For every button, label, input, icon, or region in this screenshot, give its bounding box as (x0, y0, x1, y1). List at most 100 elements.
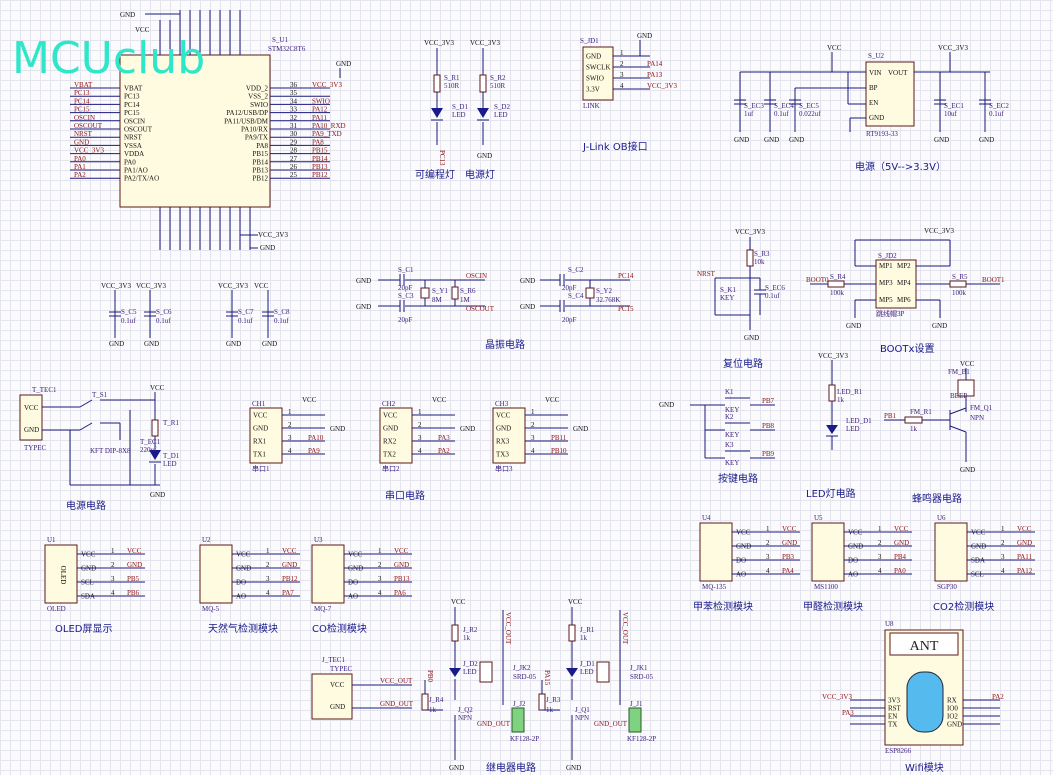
output-connector: J_TEC1 TYPEC VCC GND VCC_OUT GND_OUT (311, 656, 414, 720)
led-circuit: VCC_3V3 LED_R1 1k LED_D1 LED LED灯电路 (806, 352, 872, 500)
relay-j: J_J2 (513, 700, 526, 708)
power-in-sw: T_S1 (92, 391, 108, 399)
mcu-left-net: GND (74, 138, 89, 146)
mcu-left-pin-label: PA1/AO (124, 167, 148, 175)
caption-power: 电源（5V-->3.3V） (855, 160, 946, 173)
mcu-right-pin-num: 33 (290, 106, 298, 114)
reg-cap-gnd: GND (764, 136, 779, 144)
reg-pin-label: BP (869, 84, 878, 92)
out-conn-type: TYPEC (330, 665, 353, 673)
module-net: PB4 (894, 553, 907, 561)
decap-gnd: GND (226, 340, 241, 348)
mcu-vcc-top: VCC (135, 26, 150, 34)
crystal-gnd2: GND (356, 303, 371, 311)
module-body (199, 544, 233, 604)
wifi-net-left: VCC_3V3 (822, 693, 852, 701)
relay-d: J_D2 (463, 660, 478, 668)
relay-vcc-out: VCC_OUT (621, 612, 629, 645)
reg-cap-val: 10uf (944, 110, 958, 118)
reset-nrst: NRST (697, 270, 716, 278)
module-pin-num: 2 (878, 539, 882, 547)
crystal-c3: S_C3 (398, 292, 414, 300)
relay-net: PB0 (426, 670, 434, 683)
crystal-gnd3: GND (520, 277, 535, 285)
decap-vcc: VCC_3V3 (218, 282, 248, 290)
reset-r3: S_R3 (754, 250, 770, 258)
buzzer-ref: FM_B1 (948, 368, 970, 376)
module-pin-num: 4 (878, 567, 882, 575)
uart-ref: CH2 (382, 400, 396, 408)
power-in-gnd: GND (150, 491, 165, 499)
boot-pin-label: MP4 (897, 279, 911, 287)
led-indicators: VCC_3V3 VCC_3V3 S_R1 510R S_R2 510R S_D1… (415, 39, 510, 181)
jlink-net: PA13 (647, 71, 663, 79)
jlink-pin-label: 3.3V (586, 86, 600, 94)
module-pin-num: 2 (111, 561, 115, 569)
key-net: PB9 (762, 450, 775, 458)
module-pin-num: 4 (766, 567, 770, 575)
boot-r4-val: 100k (830, 289, 845, 297)
reset-gnd: GND (744, 334, 759, 342)
uart-net: PA3 (438, 434, 450, 442)
led-r2-ref: S_R2 (490, 74, 506, 82)
module-net: PB12 (282, 575, 298, 583)
buzzer-qv: NPN (970, 414, 984, 422)
uart-gnd: GND (460, 425, 475, 433)
key-ref: K1 (725, 388, 734, 396)
module-pin-num: 4 (266, 589, 270, 597)
reg-cap-val: 0.1uf (989, 110, 1004, 118)
mcu-right-pin-num: 25 (290, 171, 298, 179)
mcu-left-net: PC15 (74, 106, 90, 114)
mcu-right-net: PA12 (312, 106, 328, 114)
module-part: MQ-7 (314, 605, 332, 613)
decap-gnd: GND (109, 340, 124, 348)
mcu-right-pin-num: 30 (290, 130, 298, 138)
uart-pin-label: RX1 (253, 438, 267, 446)
decap-ref: S_C5 (121, 308, 137, 316)
out-conn-pin-vcc: VCC (330, 681, 345, 689)
wifi-ref: U8 (885, 620, 894, 628)
relay-r-top-val: 1k (463, 634, 471, 642)
crystal-block: S_C1 S_C3 20pF 20pF S_Y1 8M S_R6 1M OSCI… (356, 266, 634, 351)
reg-pin-label: EN (869, 99, 878, 107)
ledc-vcc: VCC_3V3 (818, 352, 848, 360)
relay-d-type: LED (580, 668, 594, 676)
mcu-right-net: PA11 (312, 114, 328, 122)
decap-val: 0.1uf (156, 317, 171, 325)
module-pin-num: 1 (878, 525, 882, 533)
uart-pin-num: 2 (288, 421, 292, 429)
relay-r-bot-val: 1k (546, 706, 554, 714)
uart-pin-label: TX2 (383, 451, 396, 459)
keys-gnd: GND (659, 401, 674, 409)
module-part: MQ-135 (702, 583, 727, 591)
mcu-right-pin-label: PA10/RX (241, 126, 268, 134)
reset-vcc: VCC_3V3 (735, 228, 765, 236)
module-pin-num: 1 (378, 547, 382, 555)
relay-led (449, 668, 461, 677)
mcu-right-net: PA9_TXD (312, 130, 342, 138)
reset-ec6: S_EC6 (765, 284, 785, 292)
boot-vcc: VCC_3V3 (924, 227, 954, 235)
boot-boot1-net: BOOT1 (982, 276, 1005, 284)
out-conn-ref: J_TEC1 (322, 656, 345, 664)
module-net: PA12 (1017, 567, 1033, 575)
caption-crystal: 晶振电路 (485, 338, 525, 351)
crystal-pc14: PC14 (618, 272, 634, 280)
mcu-left-net: VBAT (74, 81, 93, 89)
decap-gnd: GND (262, 340, 277, 348)
mcu-block: S_U1 STM32C8T6 VBATVBATPC13PC13PC14PC14P… (70, 10, 351, 252)
reg-cap-ref: S_EC3 (744, 102, 764, 110)
relay-d-type: LED (463, 668, 477, 676)
module-body (311, 544, 345, 604)
reg-cap-ref: S_EC1 (944, 102, 964, 110)
mcu-right-pin-label: PA9/TX (245, 134, 268, 142)
module-pin-num: 3 (266, 575, 270, 583)
key-ref: K2 (725, 413, 734, 421)
module-net: PB6 (127, 589, 140, 597)
caption-buzzer: 蜂鸣器电路 (912, 492, 962, 505)
relay-coil (596, 661, 610, 683)
decap-ref: S_C8 (274, 308, 290, 316)
ledc-r: LED_R1 (837, 388, 863, 396)
